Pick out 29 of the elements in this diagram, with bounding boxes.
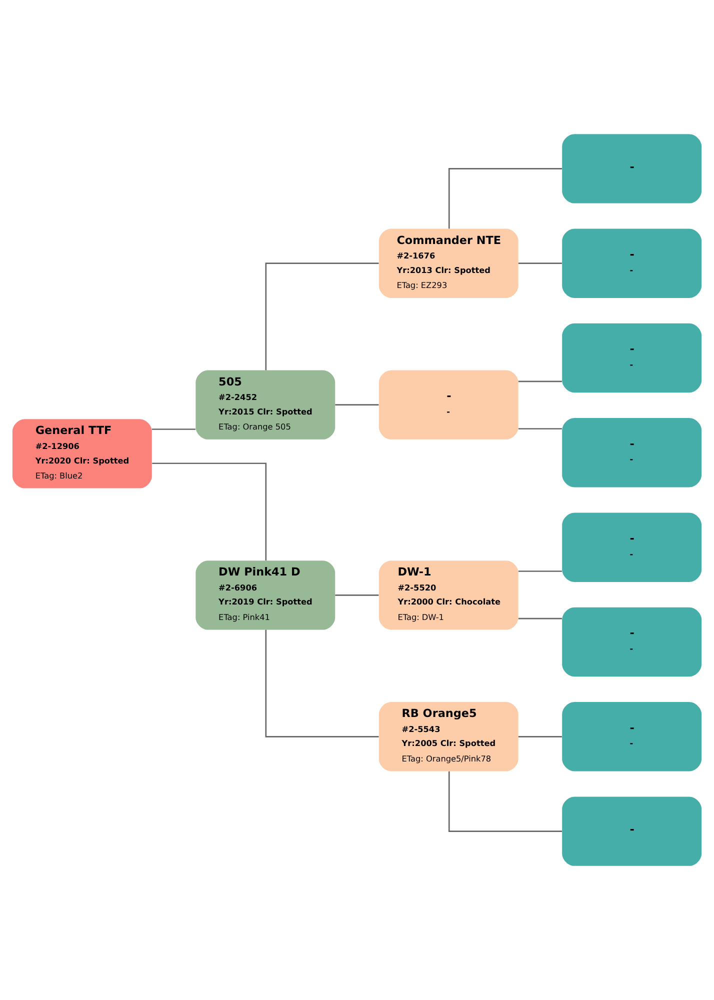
connector <box>518 380 562 382</box>
connector <box>265 262 379 370</box>
node-box: 505 #2-2452 Yr:2015 Clr: Spotted ETag: Orange 505 <box>196 370 336 440</box>
connector <box>518 570 562 572</box>
connector <box>335 594 379 596</box>
node-box: - - <box>562 418 702 488</box>
node-box: - - <box>562 228 702 298</box>
node-box: DW Pink41 D #2-6906 Yr:2019 Clr: Spotted ETag: Pink41 <box>196 560 336 630</box>
node-box: RB Orange5 #2-5543 Yr:2005 Clr: Spotted ETag: Orange5/Pink78 <box>378 702 518 772</box>
node-box: - - <box>378 370 518 440</box>
node-box: General TTF #2-12906 Yr:2020 Clr: Spotted ETag: Blue2 <box>12 419 152 488</box>
connector <box>518 428 562 430</box>
connector <box>152 428 196 430</box>
connector <box>518 618 562 620</box>
node-box: - - <box>562 607 702 677</box>
connector <box>152 462 267 561</box>
connector <box>265 630 379 738</box>
connector <box>335 404 379 406</box>
connector <box>518 262 562 264</box>
connector <box>448 168 562 229</box>
node-box: - - <box>562 512 702 582</box>
node-box: DW-1 #2-5520 Yr:2000 Clr: Chocolate ETag: DW-1 <box>378 560 518 630</box>
node-box: Commander NTE #2-1676 Yr:2013 Clr: Spotted ETag: EZ293 <box>378 228 518 298</box>
node-box: - - <box>562 702 702 772</box>
node-box: - <box>562 134 702 204</box>
connector <box>448 771 562 832</box>
node-box: - - <box>562 323 702 393</box>
connector <box>518 736 562 738</box>
node-box: - <box>562 796 702 866</box>
